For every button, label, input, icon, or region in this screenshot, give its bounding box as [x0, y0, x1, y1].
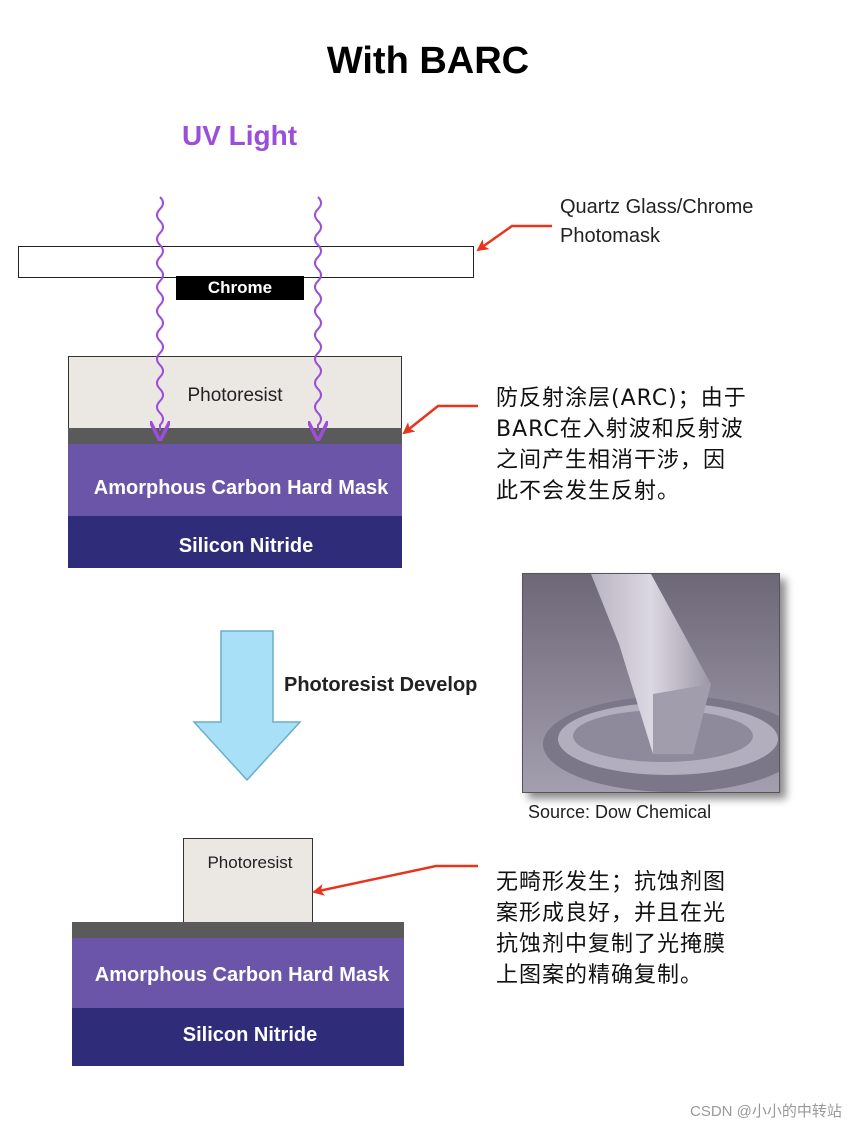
watermark: CSDN @小小的中转站: [690, 1103, 842, 1120]
develop-label: Photoresist Develop: [284, 674, 478, 696]
photomask-pointer-arrow: [476, 224, 552, 252]
bottom-nitride-label: Silicon Nitride: [182, 1024, 318, 1046]
top-note-line: BARC在入射波和反射波: [496, 417, 744, 442]
bottom-hardmask-label: Amorphous Carbon Hard Mask: [94, 964, 390, 986]
bottom-photoresist-block: [183, 838, 313, 924]
bottom-nitride-layer: [72, 1008, 404, 1066]
photomask-callout: Quartz Glass/Chrome Photomask: [560, 193, 753, 251]
photoresist-pointer-arrow: [312, 864, 478, 896]
develop-arrow: [192, 630, 302, 782]
top-note: 防反射涂层(ARC)；由于 BARC在入射波和反射波 之间产生相消干涉，因 此不…: [496, 383, 747, 507]
bottom-note-line: 上图案的精确复制。: [496, 963, 704, 988]
sem-image: [522, 573, 780, 793]
top-hardmask-label: Amorphous Carbon Hard Mask: [93, 477, 389, 499]
diagram-title: With BARC: [326, 40, 530, 82]
sem-micrograph: [523, 574, 779, 792]
bottom-note-line: 抗蚀剂中复制了光掩膜: [496, 932, 727, 957]
photomask-callout-line1: Quartz Glass/Chrome: [560, 196, 754, 218]
bottom-photoresist-label: Photoresist: [207, 853, 293, 872]
bottom-note: 无畸形发生；抗蚀剂图 案形成良好，并且在光 抗蚀剂中复制了光掩膜 上图案的精确复…: [496, 867, 726, 991]
top-photoresist-layer: [68, 356, 402, 430]
bottom-note-line: 案形成良好，并且在光: [496, 901, 727, 926]
top-note-line: 此不会发生反射。: [496, 479, 681, 504]
uv-wave-right: [315, 196, 321, 431]
top-hardmask-layer: [68, 444, 402, 516]
bottom-barc-layer: [72, 922, 404, 938]
top-nitride-label: Silicon Nitride: [178, 535, 314, 557]
uv-wave-left: [157, 196, 163, 431]
top-photoresist-label: Photoresist: [187, 385, 283, 406]
sem-source-caption: Source: Dow Chemical: [528, 802, 712, 822]
top-note-line: 之间产生相消干涉，因: [496, 448, 727, 473]
top-nitride-layer: [68, 516, 402, 568]
top-note-line: 防反射涂层(ARC)；由于: [496, 386, 747, 411]
photomask-callout-line2: Photomask: [560, 225, 661, 247]
barc-pointer-arrow: [402, 404, 478, 435]
bottom-note-line: 无畸形发生；抗蚀剂图: [496, 870, 727, 895]
chrome-label: Chrome: [207, 278, 273, 297]
chrome-pattern: [176, 276, 304, 300]
uv-light-label: UV Light: [182, 120, 298, 151]
bottom-hardmask-layer: [72, 938, 404, 1010]
